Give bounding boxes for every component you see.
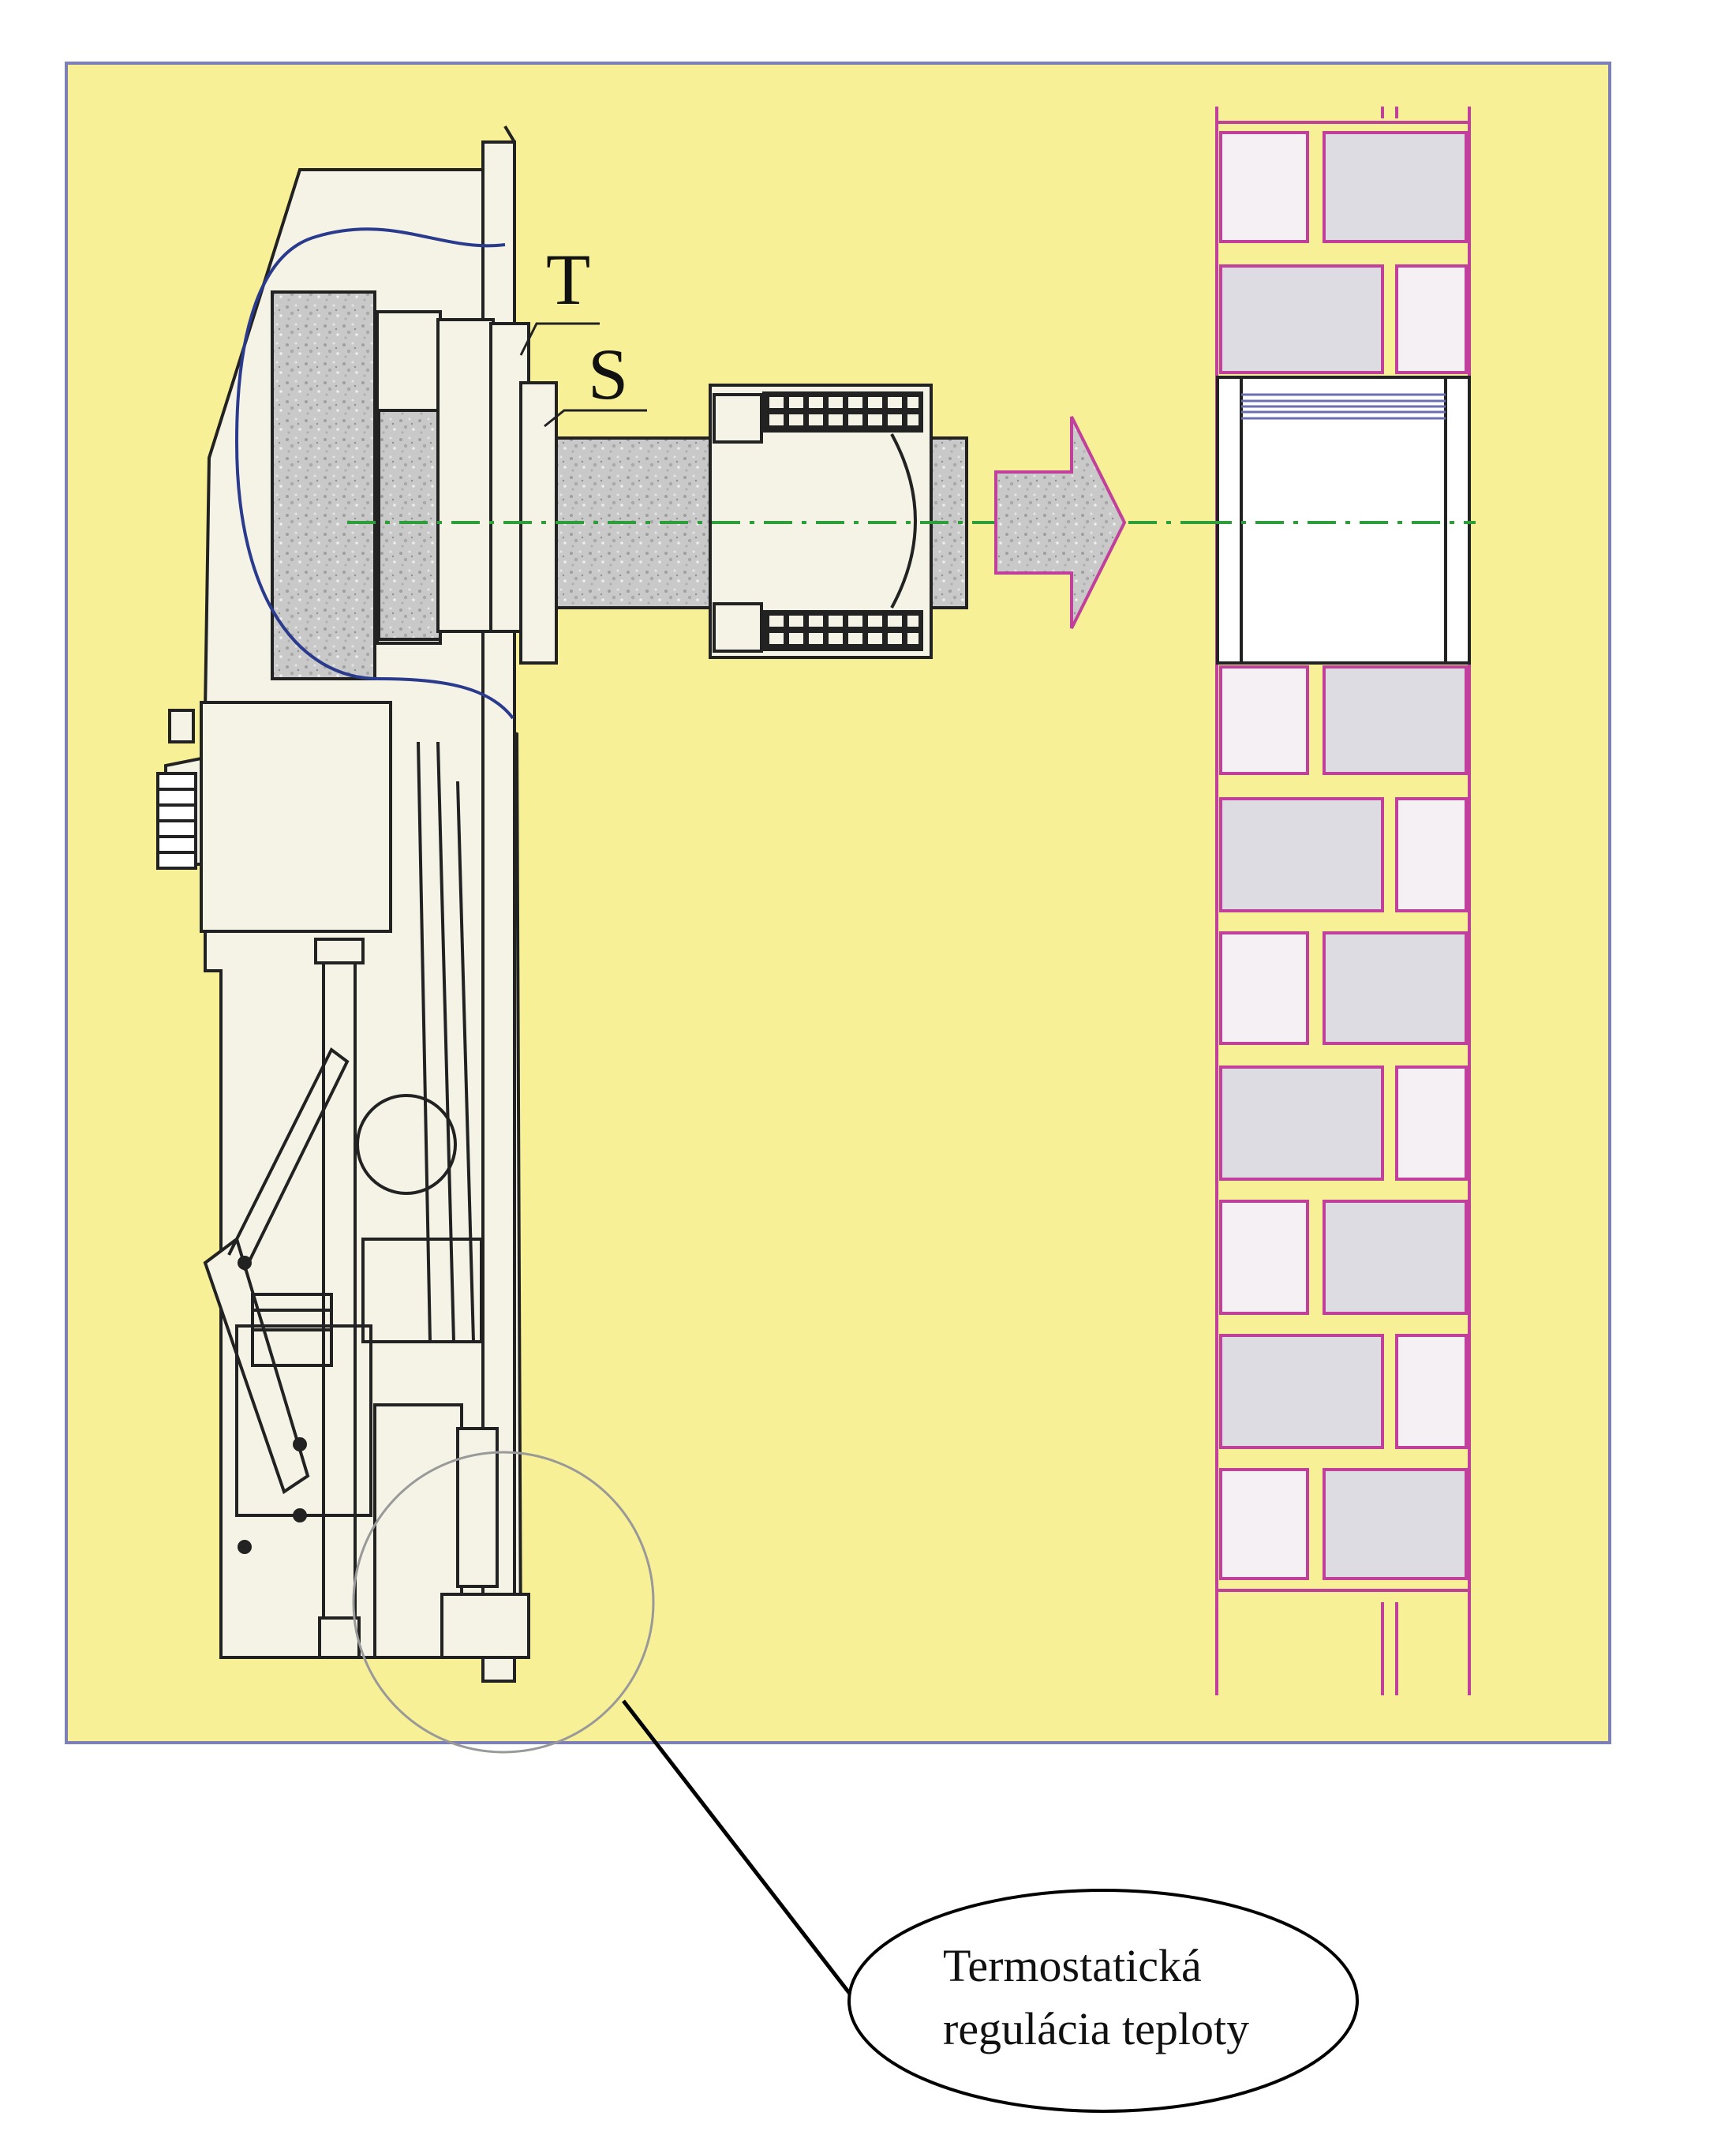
flow-arrow-right-icon (994, 416, 1127, 629)
brick-wall (1215, 107, 1471, 1695)
heater-inner-outline (234, 227, 514, 720)
wall-sleeve (1216, 376, 1471, 665)
callout-leader (622, 1699, 854, 1998)
label-s: S (588, 334, 628, 414)
callout-line-1: Termostatická (943, 1940, 1202, 1991)
detail-circle-icon (352, 1451, 655, 1754)
callout-bubble (847, 1889, 1359, 2113)
exhaust-duct (555, 384, 968, 659)
callout-line-2: regulácia teploty (943, 2003, 1249, 2054)
heater-unit (156, 125, 558, 1683)
label-t: T (546, 239, 590, 320)
leader-lines (519, 322, 647, 428)
